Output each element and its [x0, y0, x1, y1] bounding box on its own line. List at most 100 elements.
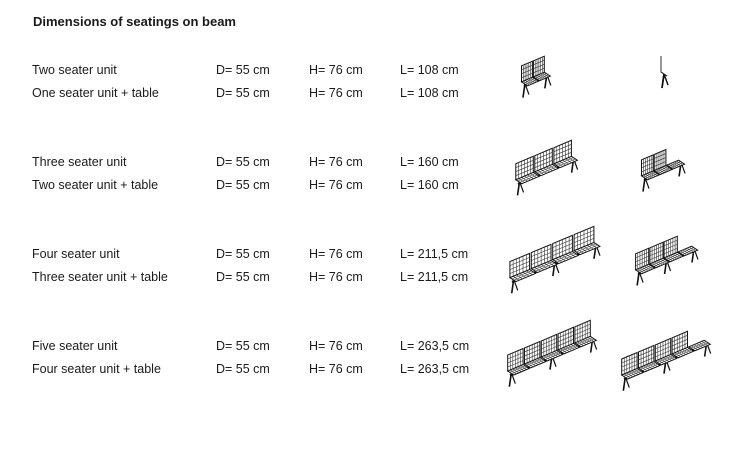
backrest-panel: [636, 248, 649, 270]
seat-panel-mesh-line: [535, 74, 546, 79]
seat-panel-mesh-line: [539, 75, 545, 79]
backrest-panel-mesh-line: [553, 247, 573, 255]
backrest-panel-mesh-line: [535, 152, 553, 159]
seat-panel-mesh-line: [516, 275, 522, 279]
backrest-panel-mesh-line: [558, 339, 573, 345]
backrest-panel: [510, 253, 530, 277]
seat-panel-mesh-line: [664, 166, 670, 170]
seat-panel-mesh-line: [658, 360, 664, 364]
table-top-mesh-line: [694, 345, 700, 349]
backrest-panel-mesh-line: [622, 361, 637, 367]
backrest-panel-mesh-line: [554, 152, 572, 159]
backrest-panel-mesh-line: [574, 230, 594, 238]
seat-panel-mesh-line: [579, 339, 594, 345]
seat-panel-mesh-line: [537, 75, 543, 79]
spec-row: Four seater unit + table D= 55 cm H= 76 …: [0, 360, 480, 378]
seat-panel-mesh-line: [663, 358, 669, 362]
seat-panel-mesh-line: [632, 371, 638, 375]
seat-panel-mesh-line: [518, 174, 536, 181]
unit-name: Five seater unit: [32, 339, 118, 353]
two-seater-with-table-drawing: [636, 140, 718, 198]
seat-panel-mesh-line: [676, 350, 691, 356]
seat-panel-mesh-line: [642, 364, 657, 370]
seat-panel-mesh-line: [642, 267, 648, 271]
seat-panel-mesh-line: [541, 265, 547, 269]
table-top-mesh-line: [675, 162, 681, 166]
seat-panel-mesh-line: [669, 256, 675, 260]
seat-panel-mesh-line: [526, 359, 541, 365]
unit-name: Two seater unit: [32, 63, 117, 77]
backrest-panel-mesh-line: [531, 256, 551, 264]
seat-panel-mesh-line: [510, 366, 525, 372]
seat-panel-mesh-line: [520, 274, 526, 278]
backrest-panel-mesh-line: [535, 156, 553, 163]
depth-value: D= 55 cm: [216, 247, 270, 261]
seat-panel-mesh-line: [643, 175, 649, 179]
seat-panel-mesh-line: [546, 167, 552, 171]
depth-value: D= 55 cm: [216, 155, 270, 169]
seat-panel: [533, 72, 550, 81]
seat-panel-mesh-line: [514, 272, 534, 280]
unit-name: Four seater unit: [32, 247, 120, 261]
backrest-panel: [650, 242, 663, 264]
seat-panel-mesh-line: [675, 253, 681, 257]
seat-panel-mesh-line: [659, 357, 674, 363]
backrest-panel-mesh-line: [533, 64, 544, 69]
seat-panel: [650, 258, 669, 268]
seat-panel-mesh-line: [666, 254, 679, 260]
seat-panel-mesh-line: [646, 174, 658, 179]
backrest-panel-mesh-line: [531, 252, 551, 260]
seat-panel-mesh-line: [527, 175, 533, 179]
table-top-mesh-line: [689, 247, 695, 251]
length-value: L= 160 cm: [400, 155, 459, 169]
backrest-panel-mesh-line: [636, 260, 649, 266]
seat-panel-mesh-line: [543, 73, 549, 77]
three-seater-with-table-drawing: [630, 226, 722, 292]
seat-panel-mesh-line: [552, 353, 558, 357]
table-top-mesh-line: [691, 342, 706, 348]
table-top-mesh-line: [702, 341, 708, 345]
seat-panel-mesh-line: [557, 162, 563, 166]
seat-panel-mesh-line: [566, 347, 572, 351]
height-value: H= 76 cm: [309, 247, 363, 261]
spec-row: Four seater unit D= 55 cm H= 76 cm L= 21…: [0, 245, 480, 263]
seat-panel-mesh-line: [680, 351, 686, 355]
backrest-panel: [531, 244, 551, 268]
seat-panel-mesh-line: [549, 354, 555, 358]
seat-panel-mesh-line: [652, 263, 658, 267]
height-value: H= 76 cm: [309, 270, 363, 284]
table-top: [689, 340, 710, 351]
backrest-panel-mesh-line: [575, 324, 590, 330]
seat-panel-mesh-line: [649, 173, 655, 177]
seat-panel-mesh-line: [544, 168, 550, 172]
seat-panel-mesh-line: [525, 176, 531, 180]
seat-panel-mesh-line: [537, 359, 543, 363]
seat-panel-mesh-line: [581, 248, 587, 252]
seat-panel-mesh-line: [522, 177, 528, 181]
backrest-panel: [558, 327, 573, 350]
backrest-panel-mesh-line: [655, 346, 670, 352]
seat-panel-mesh-line: [580, 341, 586, 345]
seat-panel-mesh-line: [526, 271, 532, 275]
spec-row: One seater unit + table D= 55 cm H= 76 c…: [0, 84, 480, 102]
backrest-panel: [535, 148, 553, 171]
seat-panel-mesh-line: [638, 266, 651, 272]
backrest-panel-mesh-line: [508, 361, 523, 367]
backrest-panel: [655, 338, 670, 361]
backrest-panel-mesh-line: [636, 256, 649, 262]
seat-panel: [636, 264, 655, 274]
seat-panel-mesh-line: [543, 352, 558, 358]
seat-panel-mesh-line: [656, 170, 662, 174]
seat-panel-mesh-line: [640, 268, 646, 272]
backrest-panel-mesh-line: [524, 353, 539, 359]
seat-panel-mesh-line: [531, 78, 537, 82]
page-title: Dimensions of seatings on beam: [33, 14, 236, 29]
length-value: L= 263,5 cm: [400, 339, 470, 353]
seat-panel-mesh-line: [532, 361, 538, 365]
depth-value: D= 55 cm: [216, 178, 270, 192]
length-value: L= 160 cm: [400, 178, 459, 192]
backrest-panel: [541, 334, 556, 357]
backrest-panel-mesh-line: [654, 158, 666, 163]
seat-panel-mesh-line: [577, 249, 583, 253]
backrest-panel-mesh-line: [558, 331, 573, 337]
